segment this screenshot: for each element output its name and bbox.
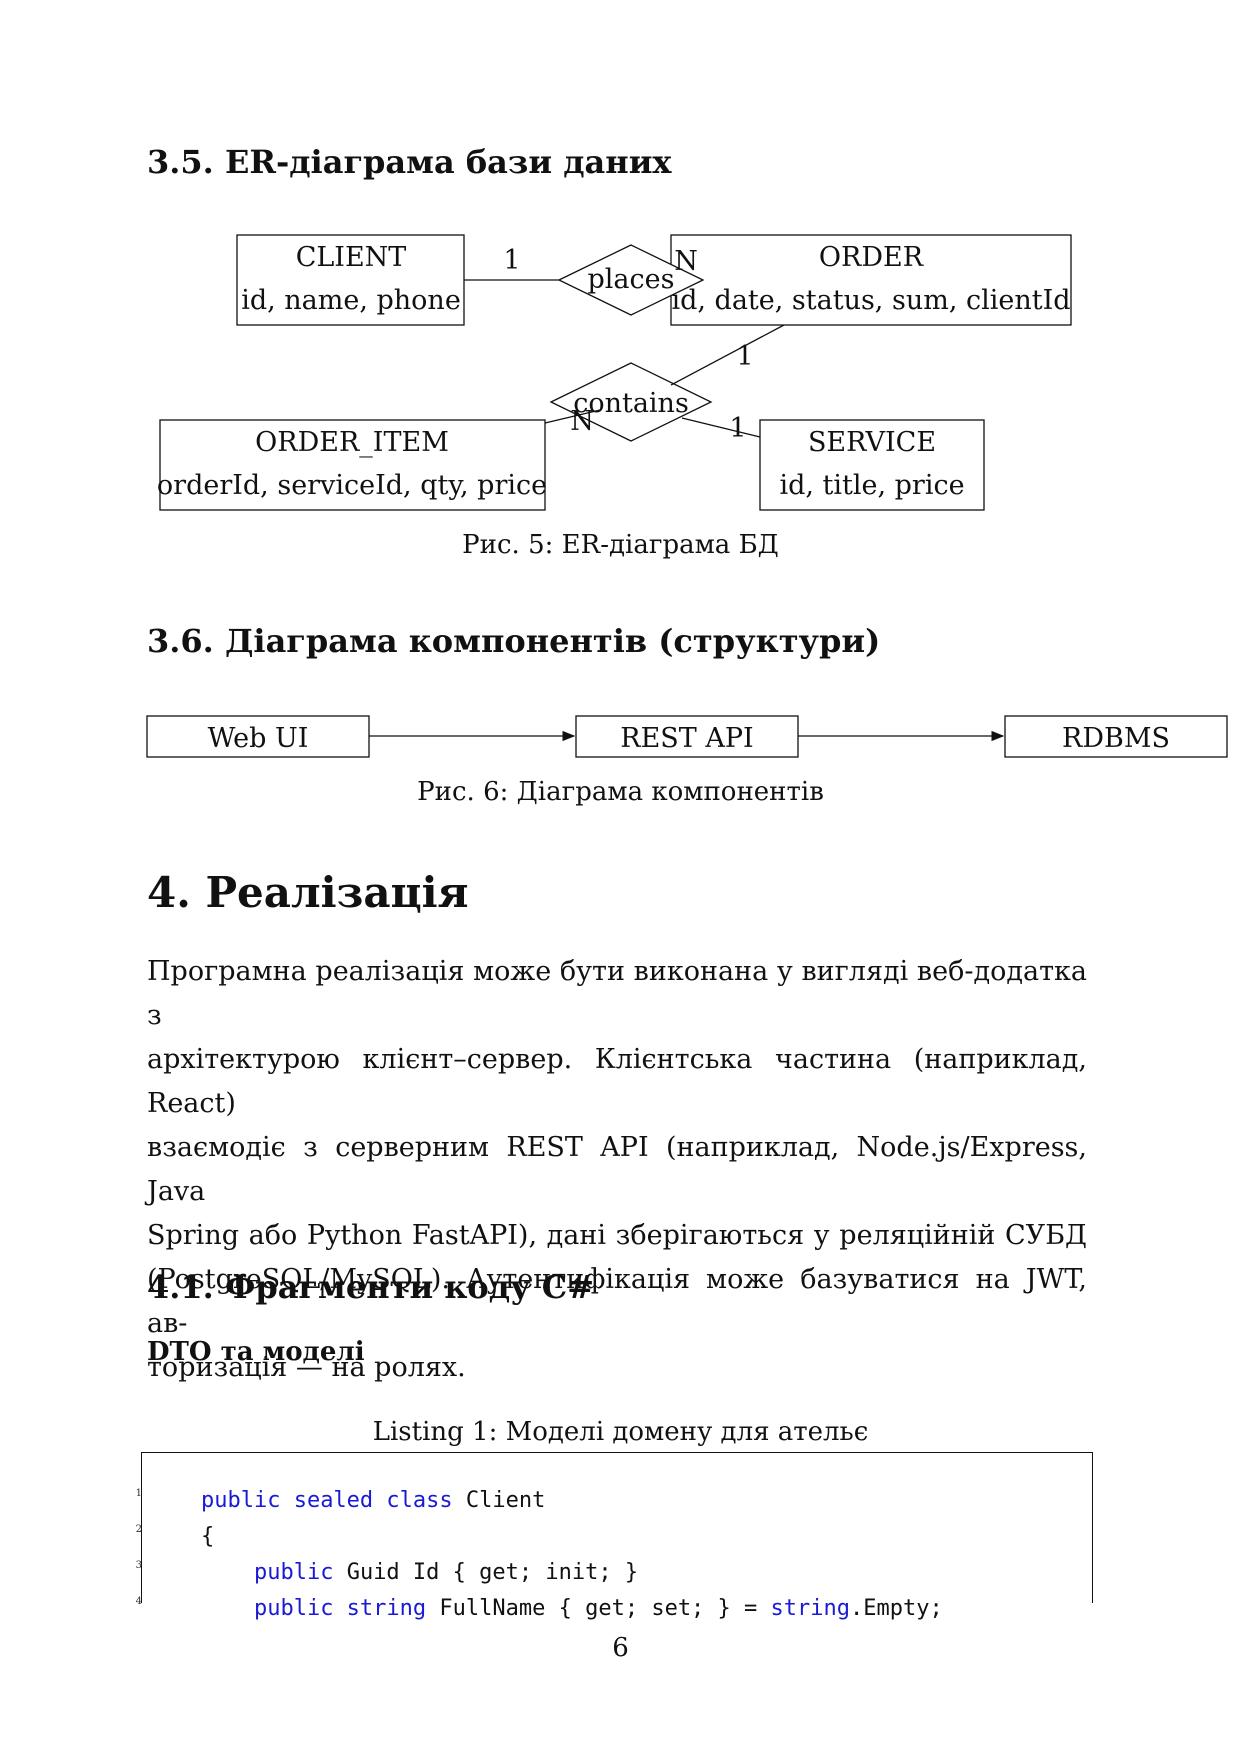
line-number: 3 [135,1560,142,1571]
code-text: Guid Id { get; init; } [333,1560,639,1585]
figure-5-caption: Рис. 5: ER-діаграма БД [462,530,779,560]
node-rdbms-label: RDBMS [1062,723,1170,754]
section-4-title: 4. Реалізація [147,868,469,917]
code-text: FullName { get; set; } = [426,1596,771,1621]
cardinality-places-order: N [674,246,698,277]
para-line: взаємодіє з серверним REST API (наприкла… [147,1132,1087,1207]
cardinality-order-contains: 1 [736,341,753,372]
entity-order-name: ORDER [819,242,924,273]
figure-6-caption: Рис. 6: Діаграма компонентів [417,777,824,807]
entity-client-attrs: id, name, phone [241,285,461,316]
node-rdbms [1004,715,1228,758]
code-line-2: 2{ [136,1499,215,1574]
para-line: Spring або Python FastAPI), дані зберіга… [147,1220,1087,1251]
line-number: 4 [135,1596,142,1607]
code-keyword: string [770,1596,851,1621]
code-keyword: public sealed class [200,1488,453,1513]
listing-1-caption: Listing 1: Моделі домену для ательє [372,1417,869,1447]
entity-order-item-box [159,419,546,511]
para-line: торизація — на ролях. [147,1352,466,1383]
subsection-dto-title: DTO та моделі [147,1337,365,1367]
section-3-5-title: 3.5. ER-діаграма бази даних [147,143,672,181]
entity-order-attrs: id, date, status, sum, clientId [671,285,1070,316]
relation-places-diamond [557,244,705,316]
cardinality-contains-item: N [570,406,594,437]
para-line: (PostgreSQL/MySQL). Аутентифікація може … [147,1264,1087,1339]
page-number: 6 [612,1633,629,1663]
section-4-1-title: 4.1. Фрагменти коду C# [147,1268,594,1306]
code-text: { [200,1524,215,1549]
code-line-3: 3 public Guid Id { get; init; } [136,1535,639,1610]
relation-contains-label: contains [573,388,689,419]
cardinality-client-places: 1 [503,245,520,276]
entity-service-attrs: id, title, price [779,470,964,501]
entity-order-item-name: ORDER_ITEM [255,427,449,458]
node-rest-api-label: REST API [620,723,753,754]
code-line-1: 1 public sealed class Client [136,1463,546,1538]
cardinality-contains-service: 1 [729,413,746,444]
entity-client-name: CLIENT [296,242,407,273]
entity-service-box [759,419,985,511]
entity-order-item-attrs: orderId, serviceId, qty, price [157,470,547,501]
code-text: Client [452,1488,546,1513]
para-line: Програмна реалізація може бути виконана … [147,956,1087,1031]
er-diagram: CLIENT id, name, phone ORDER id, date, s… [157,234,1072,511]
entity-service-name: SERVICE [808,427,936,458]
para-line: архітектурою клієнт–сервер. Клієнтська ч… [147,1044,1087,1119]
implementation-paragraph: Програмна реалізація може бути виконана … [147,950,1087,1390]
line-number: 2 [135,1524,142,1535]
code-line-4: 4 public string FullName { get; set; } =… [136,1571,943,1646]
node-web-ui-label: Web UI [208,723,309,754]
relation-places-label: places [588,264,675,295]
line-number: 1 [135,1488,142,1499]
section-3-6-title: 3.6. Діаграма компонентів (структури) [147,622,881,660]
relation-contains-diamond [549,362,713,442]
code-keyword: public [253,1560,334,1585]
code-keyword: public string [253,1596,427,1621]
code-text: .Empty; [850,1596,943,1621]
component-diagram: Web UI REST API RDBMS [146,715,1228,758]
